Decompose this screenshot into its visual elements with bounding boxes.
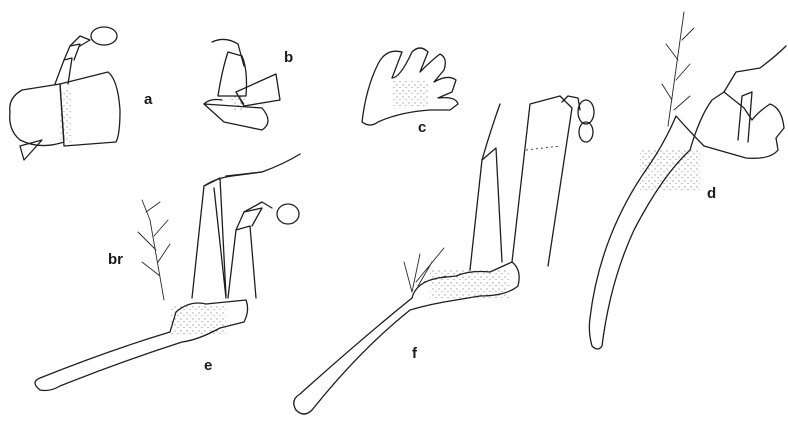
- appendage-c: [362, 48, 458, 125]
- label-e: e: [204, 357, 212, 374]
- label-br: br: [108, 251, 123, 268]
- appendage-d: [589, 12, 786, 349]
- label-f: f: [412, 345, 418, 362]
- label-c: c: [418, 119, 426, 136]
- label-b: b: [284, 49, 293, 66]
- appendage-a: [10, 27, 120, 160]
- label-a: a: [144, 91, 153, 108]
- appendage-b: [204, 39, 280, 130]
- appendage-e: [35, 154, 300, 391]
- label-d: d: [707, 185, 716, 202]
- appendage-f: [294, 96, 594, 414]
